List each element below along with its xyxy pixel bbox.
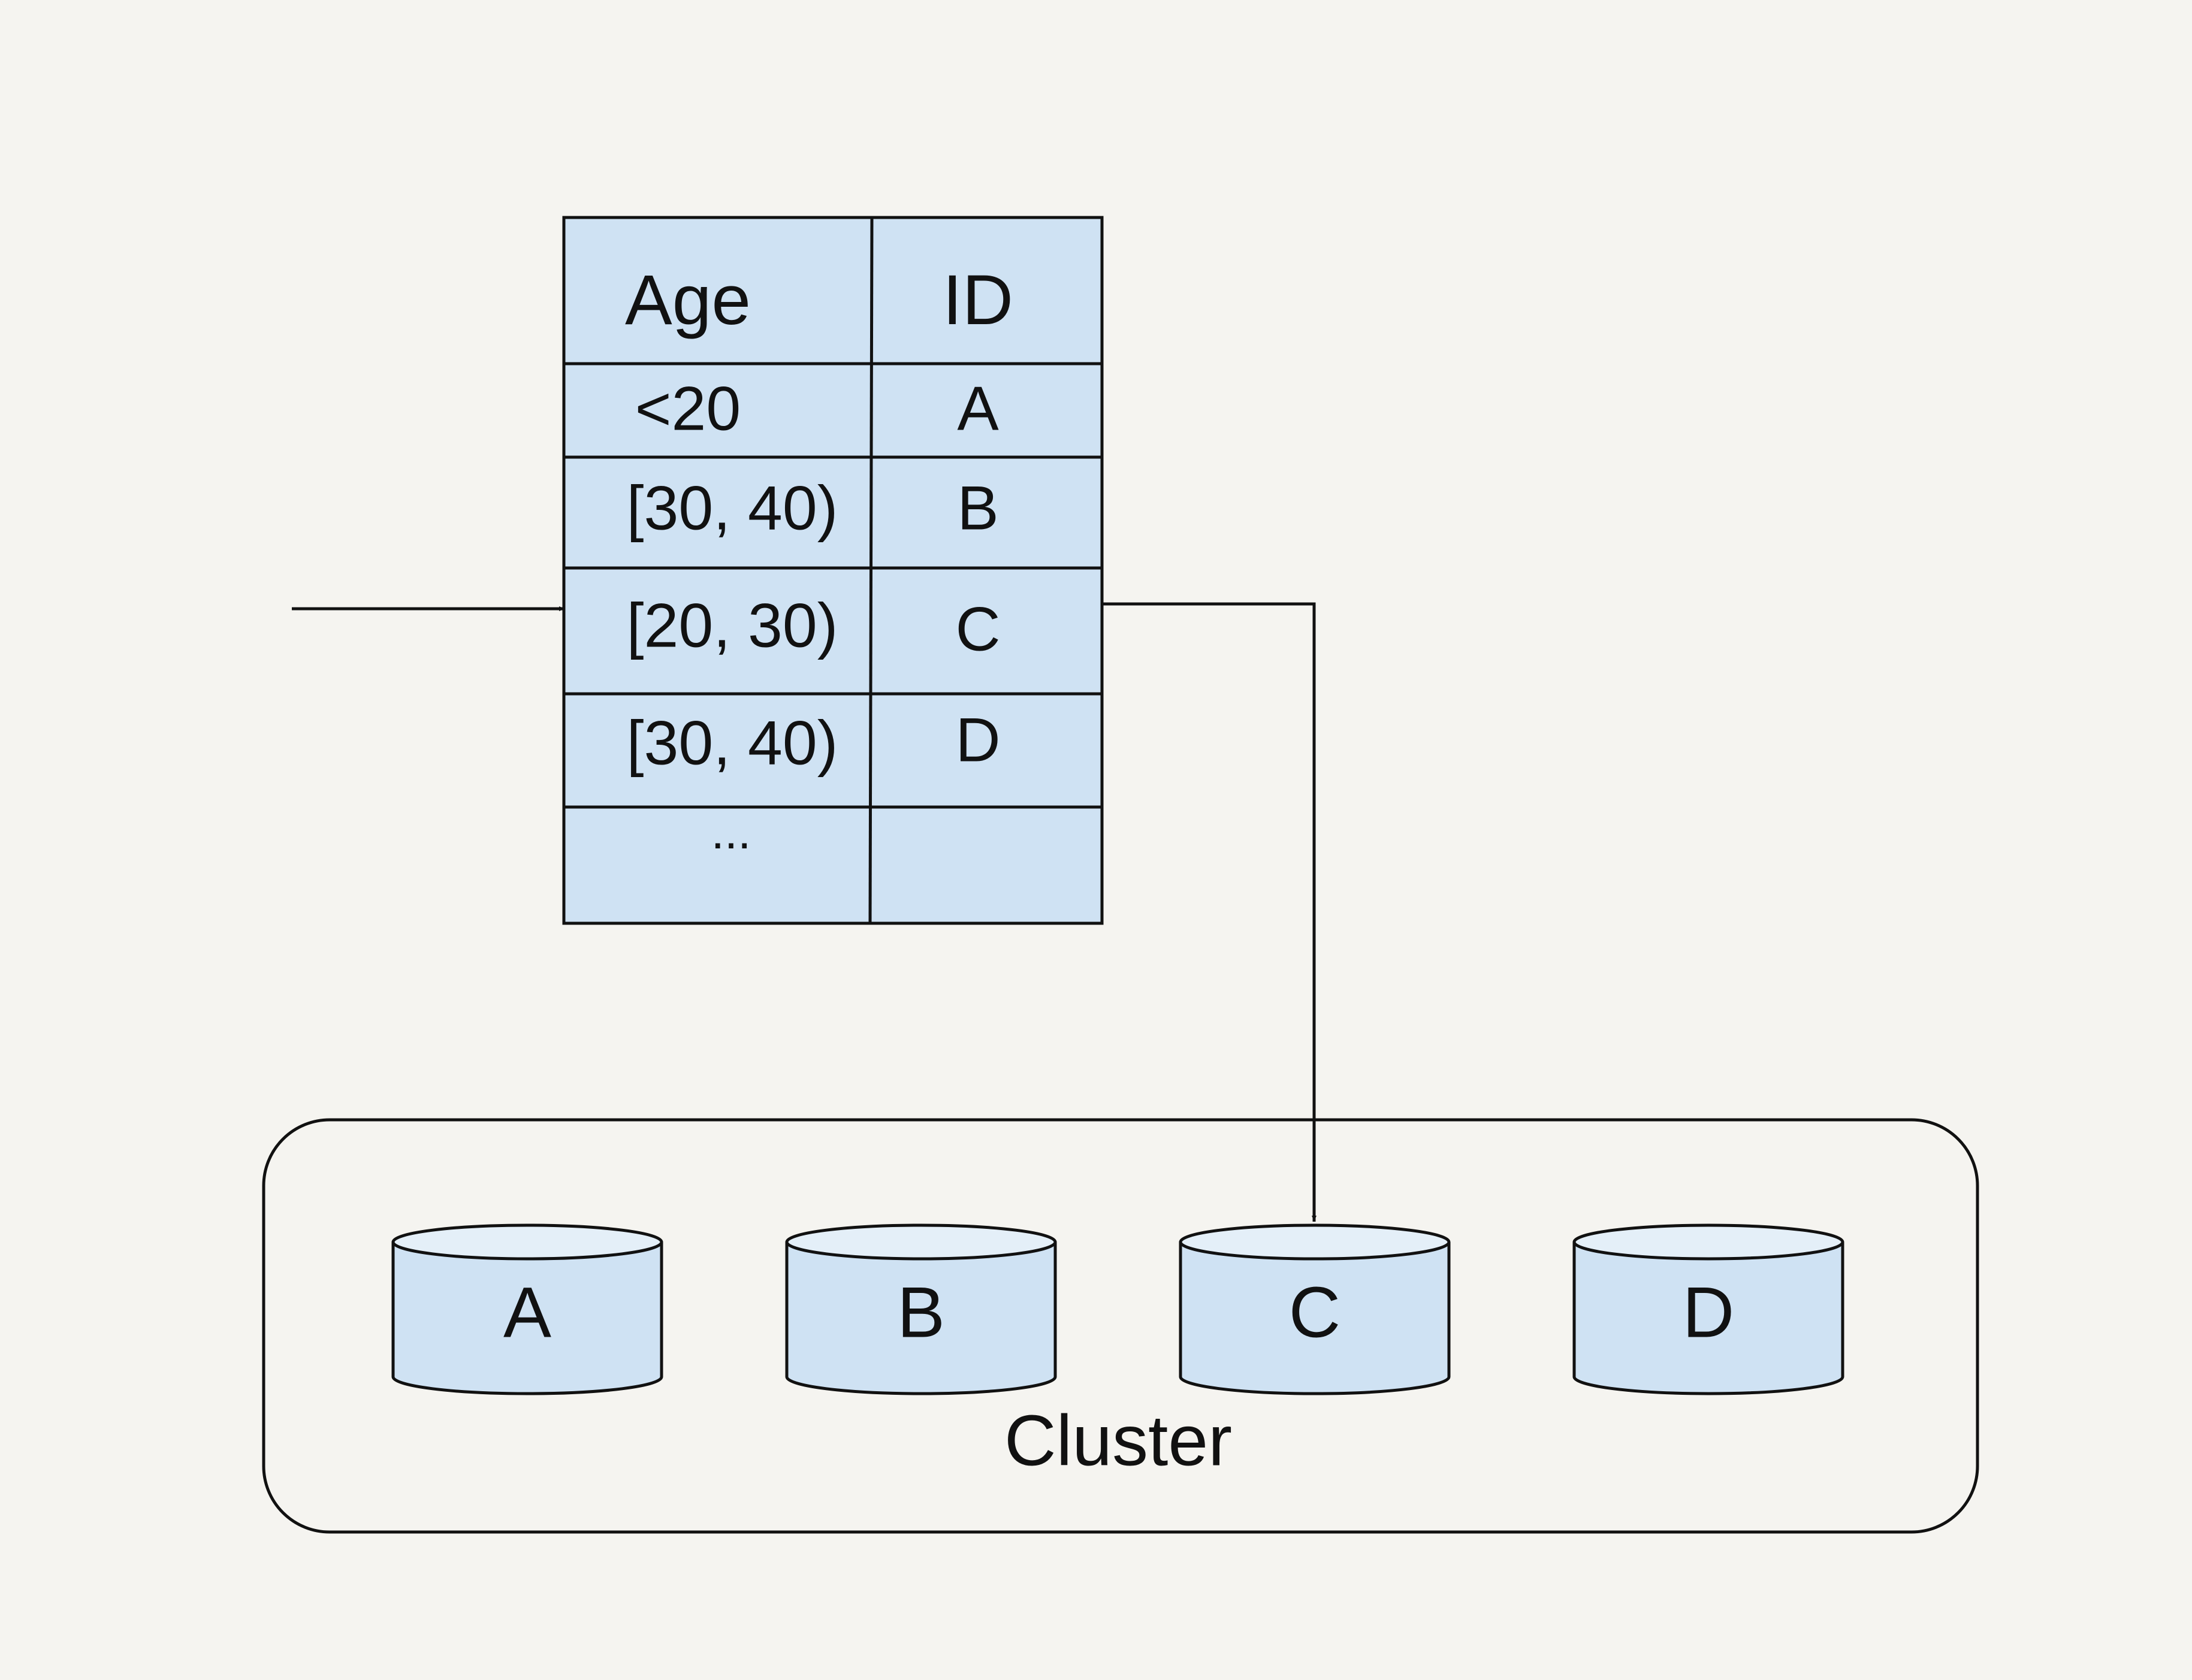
cluster-boundary (262, 1118, 1979, 1534)
database-node-b: B (785, 1223, 1057, 1395)
table-cell-age: [30, 40) (627, 708, 838, 778)
lookup-table: Age ID <20 A [30, 40) B [20, 30) C [30, … (562, 216, 1104, 925)
database-node-d: D (1572, 1223, 1844, 1395)
route-arrow-to-node-c (1102, 602, 1317, 1222)
node-label: D (1683, 1273, 1735, 1353)
id-column-header: ID (943, 261, 1013, 340)
table-cell-age-ellipsis: ... (711, 805, 751, 859)
table-cell-age: [20, 30) (627, 591, 838, 660)
table-cell-age: [30, 40) (627, 473, 838, 543)
cluster-label: Cluster (1004, 1401, 1232, 1481)
age-column-header: Age (625, 261, 751, 340)
database-node-a: A (391, 1223, 663, 1395)
node-label: B (897, 1273, 945, 1353)
table-cell-id: A (957, 374, 999, 443)
database-node-c: C (1179, 1223, 1451, 1395)
table-cell-id: D (955, 705, 1000, 775)
node-label: C (1289, 1273, 1341, 1353)
table-cell-age: <20 (635, 374, 741, 443)
column-divider (868, 217, 874, 924)
cluster: A B C D Cluster (262, 1118, 1979, 1534)
table-cell-id: B (957, 473, 998, 543)
node-label: A (503, 1273, 551, 1353)
table-cell-id: C (955, 594, 1000, 664)
